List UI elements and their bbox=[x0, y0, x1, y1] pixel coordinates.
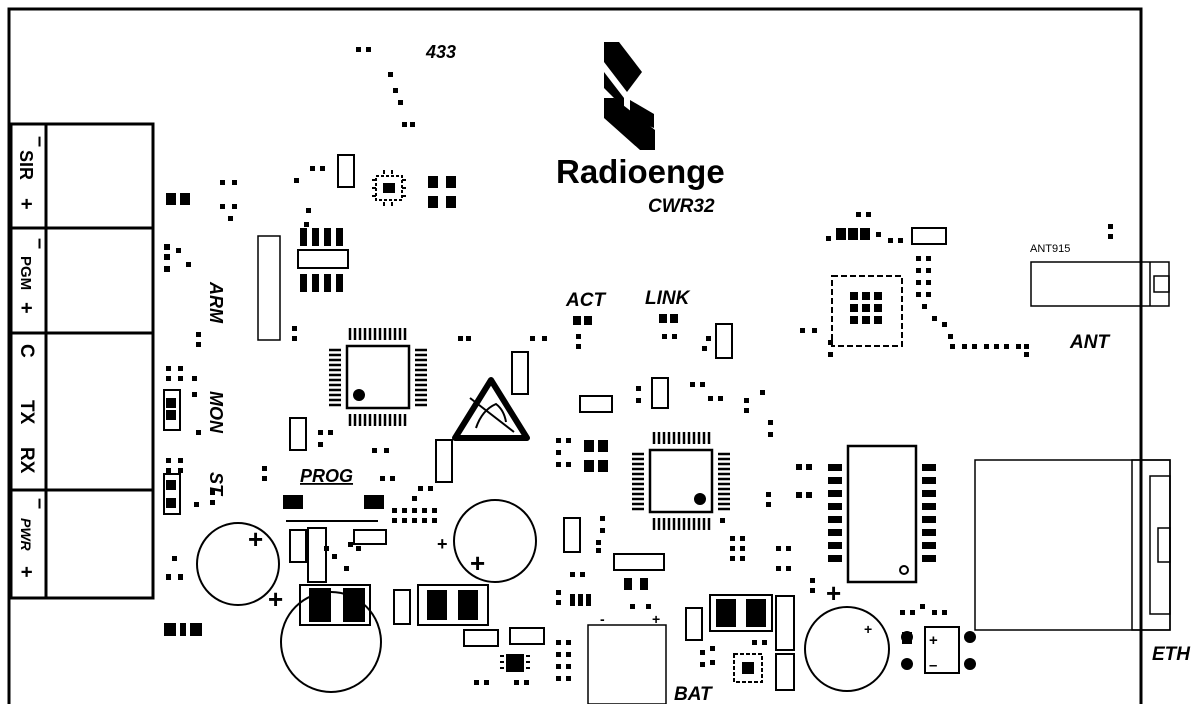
power-inductor bbox=[417, 584, 489, 626]
battery-holder[interactable] bbox=[587, 624, 667, 704]
soic8-chip bbox=[297, 228, 349, 292]
prog-header[interactable] bbox=[283, 495, 384, 522]
label-arm: ARM bbox=[206, 281, 226, 324]
pgm-label: PGM bbox=[17, 256, 34, 290]
terminal-block-group bbox=[9, 122, 155, 600]
cap-center-plus-outer: + bbox=[437, 534, 448, 554]
rf-433-chip bbox=[375, 175, 403, 201]
capacitor-center bbox=[453, 499, 537, 583]
label-433: 433 bbox=[425, 42, 456, 62]
cap-bottom-plus: + bbox=[268, 584, 283, 614]
bat-minus: - bbox=[600, 611, 605, 627]
main-mcu-left bbox=[329, 328, 427, 426]
pwr-minus: – bbox=[29, 498, 51, 509]
connector-pgm[interactable]: – PGM + bbox=[15, 238, 51, 314]
smd-inductor-right bbox=[709, 594, 773, 632]
connector-sir[interactable]: – SIR + bbox=[15, 136, 51, 210]
cap-left-plus: + bbox=[248, 524, 263, 554]
sir-minus: – bbox=[29, 136, 51, 147]
connector-pwr[interactable]: – PWR + bbox=[15, 498, 51, 578]
small-qfn-433 bbox=[372, 170, 406, 206]
pgm-minus: – bbox=[29, 238, 51, 249]
bridge-plus: + bbox=[929, 632, 938, 649]
main-mcu-right bbox=[632, 432, 730, 530]
tiny-pads bbox=[164, 47, 1113, 685]
model-name: CWR32 bbox=[648, 196, 715, 217]
cap-center-plus: + bbox=[470, 548, 485, 578]
bat-plus: + bbox=[652, 611, 660, 627]
sir-plus: + bbox=[15, 198, 37, 210]
bridge-rectifier: + – bbox=[901, 626, 976, 674]
bridge-minus: – bbox=[929, 657, 937, 674]
small-qfn-right bbox=[733, 653, 763, 683]
capacitor-left bbox=[196, 522, 280, 606]
label-st: ST bbox=[206, 472, 226, 497]
esd-warning-icon bbox=[452, 377, 530, 441]
small-qfn-bottom bbox=[500, 654, 530, 672]
smd-passives bbox=[163, 154, 947, 691]
ethernet-connector[interactable] bbox=[974, 459, 1171, 631]
label-mon: MON bbox=[206, 391, 226, 434]
soic-chip bbox=[828, 444, 936, 584]
comm-c: C bbox=[16, 344, 37, 358]
capacitor-right bbox=[804, 606, 890, 692]
pwr-label: PWR bbox=[18, 518, 34, 552]
label-bat: BAT bbox=[674, 684, 713, 704]
smd-diode-large bbox=[299, 584, 371, 626]
board-outline bbox=[7, 7, 1143, 704]
label-prog: PROG bbox=[300, 466, 353, 486]
crystal bbox=[257, 235, 281, 341]
label-link: LINK bbox=[645, 288, 691, 309]
label-ant915: ANT915 bbox=[1030, 243, 1070, 255]
radio-chip bbox=[831, 275, 903, 347]
cap-right-plus-outer: + bbox=[826, 578, 841, 608]
comm-tx: TX bbox=[16, 400, 37, 425]
label-act: ACT bbox=[565, 290, 606, 311]
cap-right-plus: + bbox=[864, 621, 872, 637]
label-eth: ETH bbox=[1152, 644, 1191, 665]
sir-label: SIR bbox=[16, 150, 36, 180]
comm-rx: RX bbox=[16, 447, 37, 474]
brand-name: Radioenge bbox=[556, 153, 725, 190]
connector-comm[interactable]: C TX RX bbox=[16, 344, 37, 474]
label-ant: ANT bbox=[1069, 332, 1110, 353]
pwr-plus: + bbox=[15, 566, 37, 578]
pgm-plus: + bbox=[15, 302, 37, 314]
antenna-connector[interactable] bbox=[1030, 261, 1170, 307]
radioenge-logo-icon bbox=[604, 42, 655, 150]
